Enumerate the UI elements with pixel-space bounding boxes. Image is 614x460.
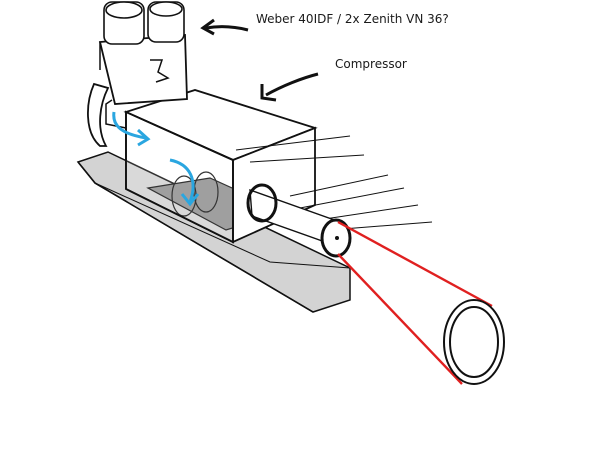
carburetor-block: [98, 1, 188, 129]
flow-arrow-icon: [112, 111, 200, 207]
arrow-pointer-icon: [200, 18, 319, 102]
zoom-highlight: [337, 220, 505, 385]
shaft-tube: [246, 183, 352, 258]
enlarged-tube-end: [443, 299, 505, 385]
intake-pipe: [87, 82, 110, 147]
carburetor-annotation: Weber 40IDF / 2x Zenith VN 36?: [256, 12, 449, 26]
compressor-annotation: Compressor: [335, 57, 407, 71]
